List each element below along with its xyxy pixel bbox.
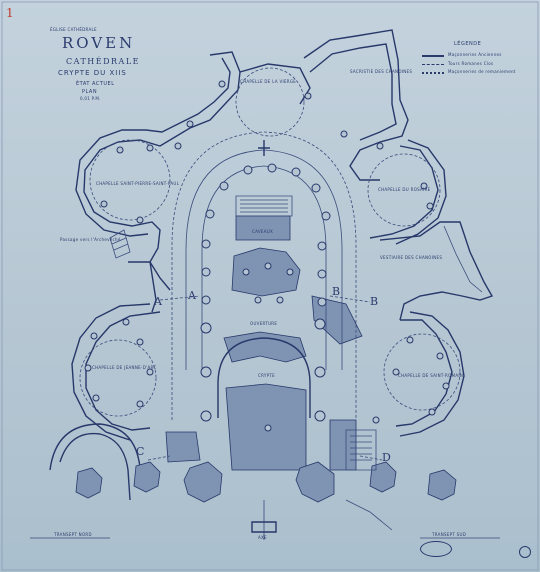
title-plan: PLAN — [82, 89, 98, 95]
sheet-number: 1 — [6, 6, 14, 20]
section-lines — [147, 295, 383, 461]
title-city: ROVEN — [62, 34, 136, 52]
compass-mark — [519, 546, 531, 558]
archive-stamp — [420, 541, 452, 557]
title-state: ÉTAT ACTUEL — [76, 81, 115, 87]
legend-title: LÉGENDE — [454, 41, 482, 47]
center-stairs — [109, 195, 293, 259]
title-building: CATHÉDRALE — [66, 57, 140, 66]
legend-swatch-dash — [422, 64, 444, 65]
label-tresor: CAVEAUX — [252, 229, 274, 234]
label-chapelle-nord: CHAPELLE DU ROSAIRE — [378, 187, 431, 192]
legend-item-2: Tours Romanes Clos — [448, 61, 494, 66]
outer-walls — [49, 29, 494, 501]
section-mark-b-right: B — [370, 295, 379, 308]
legend-item-3: Maçonneries de remaniement — [448, 69, 516, 74]
section-mark-d: D — [382, 451, 391, 464]
section-mark-a-right: A — [154, 295, 162, 308]
large-piers — [75, 461, 457, 503]
label-vestiaire: VESTIAIRE DES CHANOINES — [380, 255, 443, 260]
hatched-masonry — [165, 215, 363, 471]
section-mark-c: C — [136, 445, 145, 458]
label-crypte-axe: CRYPTE — [258, 373, 275, 378]
label-axe: AXE — [258, 535, 267, 540]
compass-arrow — [258, 140, 270, 156]
section-mark-b-left: B — [332, 285, 341, 298]
label-chapelle-ouest: CHAPELLE DE JEANNE-D'ARC — [92, 365, 157, 370]
title-subject: CRYPTE DU XIIS — [58, 69, 127, 77]
legend-swatch-solid — [422, 55, 444, 57]
label-sacristie: SACRISTIE DES CHANOINES — [350, 69, 413, 74]
label-ouverture: OUVERTURE — [250, 321, 278, 326]
legend-item-1: Maçonneries Anciennes — [448, 52, 502, 57]
title-scale: 0,01 P.M. — [80, 96, 101, 101]
section-mark-a-left: A — [188, 289, 196, 302]
label-transept-nord: TRANSEPT NORD — [54, 532, 92, 537]
label-passage: Passage vers l'Archevêché — [60, 237, 121, 242]
label-chapelle-vierge: CHAPELLE DE LA VIERGE — [240, 79, 297, 84]
label-chapelle-est: CHAPELLE DE SAINT-ROMAIN — [398, 373, 464, 378]
bottom-axis — [30, 429, 500, 540]
title-header: ÉGLISE CATHÉDRALE — [50, 27, 97, 32]
label-transept-sud: TRANSEPT SUD — [432, 532, 467, 537]
pillars — [84, 80, 450, 432]
label-chapelle-st-pierre: CHAPELLE SAINT-PIERRE-SAINT-PAUL — [96, 181, 180, 186]
legend-swatch-dot — [422, 72, 444, 74]
